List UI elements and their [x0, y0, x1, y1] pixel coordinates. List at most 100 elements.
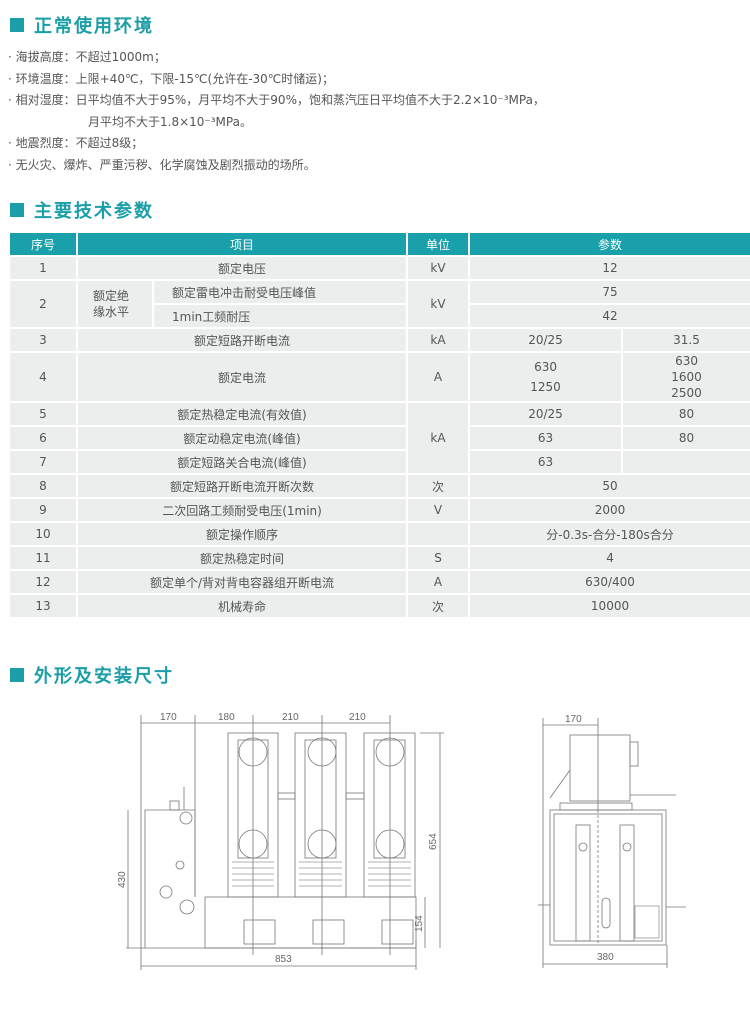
cell-param: 42: [468, 303, 750, 329]
dim-170: 170: [160, 712, 177, 723]
cell-no: 2: [8, 279, 78, 329]
heading-square-icon: [10, 668, 24, 682]
table-row: 10 额定操作顺序 分-0.3s-合分-180s合分: [8, 521, 750, 547]
cell-param: 20/25: [468, 401, 624, 427]
table-row: 12 额定单个/背对背电容器组开断电流 A 630/400: [8, 569, 750, 595]
cell-param: 4: [468, 545, 750, 571]
section-heading-environment: 正常使用环境: [10, 12, 154, 38]
table-row: 9 二次回路工频耐受电压(1min) V 2000: [8, 497, 750, 523]
cell-param: 50: [468, 473, 750, 499]
dim-430: 430: [117, 871, 128, 888]
param-line: 2500: [671, 386, 702, 400]
side-view-drawing: [538, 718, 686, 968]
list-item-continuation: 月平均不大于1.8×10⁻³MPa。: [88, 114, 252, 129]
table-row: 1min工频耐压 42: [9, 303, 750, 329]
group-label: 额定绝缘水平: [93, 289, 130, 319]
dim-853: 853: [275, 954, 292, 965]
cell-item: 额定电压: [75, 255, 409, 281]
cell-item: 二次回路工频耐受电压(1min): [75, 497, 409, 523]
cell-no: 5: [8, 401, 78, 427]
table-header-row: 序号 项目 单位 参数: [8, 231, 750, 257]
cell-item: 额定电流: [75, 351, 409, 403]
header-unit: 单位: [406, 231, 471, 257]
dim-654: 654: [428, 833, 439, 850]
list-item: · 地震烈度：不超过8级；: [8, 136, 144, 150]
cell-param: 20/25: [468, 327, 624, 353]
cell-no: 12: [8, 569, 78, 595]
table-row: 3 额定短路开断电流 kA 20/25 31.5: [8, 327, 750, 353]
cell-item: 1min工频耐压: [151, 303, 409, 329]
cell-item: 额定短路开断电流: [75, 327, 409, 353]
cell-unit: V: [406, 497, 471, 523]
cell-unit: 次: [406, 473, 471, 499]
cell-param: 75: [468, 279, 750, 305]
environment-list: · 海拔高度：不超过1000m； · 环境温度：上限+40℃，下限-15℃(允许…: [8, 47, 545, 176]
cell-param: 31.5: [621, 327, 750, 353]
cell-item: 额定热稳定时间: [75, 545, 409, 571]
cell-unit: kA: [406, 327, 471, 353]
cell-param: 10000: [468, 593, 750, 619]
dim-180: 180: [218, 712, 235, 723]
list-item: · 相对湿度：日平均值不大于95%，月平均不大于90%，饱和蒸汽压日平均值不大于…: [8, 93, 545, 107]
cell-unit: A: [406, 351, 471, 403]
cell-param: 12: [468, 255, 750, 281]
cell-unit: [406, 521, 471, 547]
cell-no: 11: [8, 545, 78, 571]
cell-item: 额定短路关合电流(峰值): [75, 449, 409, 475]
cell-unit: kV: [406, 279, 471, 329]
cell-unit: 次: [406, 593, 471, 619]
param-line: 1600: [671, 370, 702, 384]
cell-param: 630/400: [468, 569, 750, 595]
cell-group: 额定绝缘水平: [76, 279, 154, 329]
list-item: · 环境温度：上限+40℃，下限-15℃(允许在-30℃时储运)；: [8, 71, 334, 86]
cell-no: 13: [8, 593, 78, 619]
cell-item: 额定动稳定电流(峰值): [75, 425, 409, 451]
header-no: 序号: [8, 231, 78, 257]
cell-unit: A: [406, 569, 471, 595]
table-row: 7 额定短路关合电流(峰值) 63: [8, 449, 750, 475]
cell-param: 2000: [468, 497, 750, 523]
cell-no: 8: [8, 473, 78, 499]
table-row: 2 额定绝缘水平 额定雷电冲击耐受电压峰值 kV 75: [8, 279, 750, 329]
dim-170-side: 170: [565, 714, 582, 725]
cell-unit: kV: [406, 255, 471, 281]
table-row: 1 额定电压 kV 12: [8, 255, 750, 281]
cell-param: 630 1250: [468, 351, 624, 403]
cell-param: 63: [468, 425, 624, 451]
cell-no: 7: [8, 449, 78, 475]
cell-unit: kA: [406, 401, 471, 475]
section-title: 主要技术参数: [34, 201, 154, 222]
front-view-drawing: [126, 715, 444, 970]
cell-param: 80: [621, 425, 750, 451]
dim-154: 154: [414, 915, 425, 932]
header-params: 参数: [468, 231, 750, 257]
cell-item: 额定短路开断电流开断次数: [75, 473, 409, 499]
cell-no: 1: [8, 255, 78, 281]
cell-param: 630 1600 2500: [621, 351, 750, 403]
cell-param-empty: [621, 449, 750, 475]
table-row: 11 额定热稳定时间 S 4: [8, 545, 750, 571]
cell-item: 额定操作顺序: [75, 521, 409, 547]
spec-table: 序号 项目 单位 参数 1 额定电压 kV 12 2 额定绝缘水平 额定雷电冲击…: [8, 231, 750, 619]
param-line: 630: [675, 354, 698, 368]
dim-210: 210: [282, 712, 299, 723]
cell-no: 3: [8, 327, 78, 353]
table-row: 6 额定动稳定电流(峰值) 63 80: [8, 425, 750, 451]
table-row: 13 机械寿命 次 10000: [8, 593, 750, 619]
cell-item: 额定单个/背对背电容器组开断电流: [75, 569, 409, 595]
cell-unit: S: [406, 545, 471, 571]
list-item: · 无火灾、爆炸、严重污秽、化学腐蚀及剧烈振动的场所。: [8, 157, 316, 172]
cell-item: 额定雷电冲击耐受电压峰值: [151, 279, 409, 305]
cell-no: 6: [8, 425, 78, 451]
param-line: 630: [534, 360, 557, 374]
section-heading-dimensions: 外形及安装尺寸: [10, 662, 174, 688]
cell-param: 63: [468, 449, 624, 475]
param-line: 1250: [530, 380, 561, 394]
cell-item: 机械寿命: [75, 593, 409, 619]
section-title: 正常使用环境: [34, 16, 154, 37]
cell-no: 10: [8, 521, 78, 547]
dim-380: 380: [597, 952, 614, 963]
list-item: · 海拔高度：不超过1000m；: [8, 50, 166, 64]
